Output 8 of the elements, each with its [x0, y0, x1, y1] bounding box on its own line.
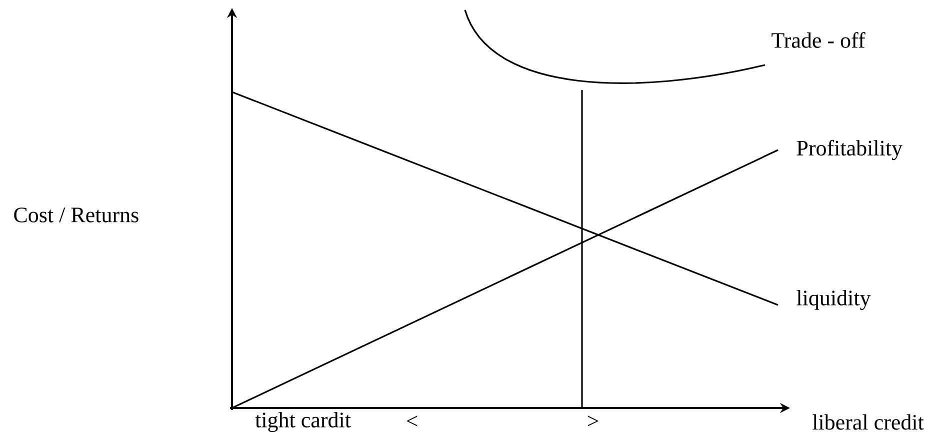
axis-label: Cost / Returns — [14, 208, 138, 222]
line-label: liquidity — [796, 290, 871, 310]
direction-sign: < — [406, 416, 418, 426]
axis-label: tight cardit — [255, 412, 351, 432]
line-label: Profitability — [796, 140, 902, 160]
curve-label: Trade - off — [772, 32, 866, 48]
direction-sign: > — [588, 416, 598, 426]
axis-label: liberal credit — [812, 414, 924, 430]
